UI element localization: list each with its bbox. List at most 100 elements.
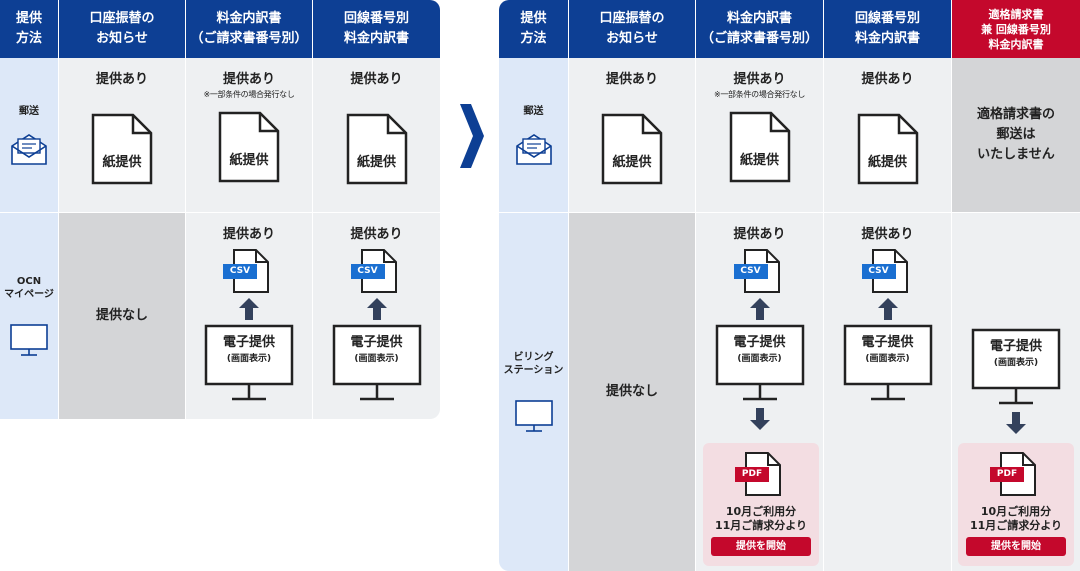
after-table: 提供 方法 口座振替の お知らせ 料金内訳書 （ご請求書番号別） 回線番号別 料…: [499, 0, 1080, 571]
mail-line-breakdown-cell: 提供あり 紙提供: [313, 58, 440, 212]
start-provision-badge: 提供を開始: [966, 537, 1066, 556]
arrow-up-icon: [749, 298, 770, 320]
csv-file-icon: CSV: [733, 248, 783, 294]
availability-label: 提供あり: [222, 227, 275, 242]
availability-label: 提供あり: [861, 72, 914, 87]
paper-document-icon: 紙提供: [601, 113, 663, 185]
screen-display-label: (画面表示): [993, 358, 1039, 368]
e-delivery-label: 電子提供: [222, 335, 275, 350]
mail-line-breakdown-cell: 提供あり 紙提供: [824, 58, 951, 212]
paper-document-icon: 紙提供: [218, 111, 280, 183]
row-label-billing-station: ビリング ステーション: [499, 213, 568, 571]
header-line-breakdown: 回線番号別 料金内訳書: [313, 0, 440, 58]
availability-label: 提供あり: [95, 72, 148, 87]
paper-document-icon: 紙提供: [857, 113, 919, 185]
availability-label: 提供あり: [350, 227, 403, 242]
csv-file-icon: CSV: [861, 248, 911, 294]
header-qualified-invoice: 適格請求書 兼 回線番号別 料金内訳書: [952, 0, 1080, 58]
e-delivery-label: 電子提供: [350, 335, 403, 350]
paper-document-icon: 紙提供: [729, 111, 791, 183]
mail-qualified-invoice-cell: 適格請求書の 郵送は いたしません: [952, 58, 1080, 212]
condition-note: ※一部条件の場合発行なし: [713, 90, 806, 99]
availability-label: 提供あり: [605, 72, 658, 87]
header-account-transfer: 口座振替の お知らせ: [569, 0, 695, 58]
availability-label: 提供あり: [861, 227, 914, 242]
row-label-billing-text: ビリング ステーション: [503, 352, 564, 376]
header-account-transfer: 口座振替の お知らせ: [59, 0, 185, 58]
screen-display-label: (画面表示): [354, 354, 399, 364]
paper-label: 紙提供: [229, 153, 269, 168]
mail-invoice-breakdown-cell: 提供あり ※一部条件の場合発行なし 紙提供: [186, 58, 312, 212]
screen-display-label: (画面表示): [865, 354, 910, 364]
csv-badge: CSV: [733, 264, 768, 279]
csv-badge: CSV: [861, 264, 896, 279]
pdf-start-box: PDF 10月ご利用分 11月ご請求分より 提供を開始: [703, 443, 819, 566]
no-mail-notice: 適格請求書の 郵送は いたしません: [976, 107, 1055, 162]
row-label-mail-text: 郵送: [19, 105, 39, 117]
e-delivery-label: 電子提供: [989, 339, 1042, 354]
screen-display-monitor: 電子提供 (画面表示): [332, 324, 422, 404]
pdf-start-note: 10月ご利用分 11月ご請求分より: [714, 505, 808, 532]
envelope-icon: [11, 133, 47, 165]
billing-line-breakdown-cell: 提供あり CSV 電子提供 (画面表示): [824, 213, 951, 571]
mail-account-transfer-cell: 提供あり 紙提供: [59, 58, 185, 212]
screen-display-monitor: 電子提供 (画面表示): [715, 324, 805, 404]
pdf-badge: PDF: [735, 467, 769, 482]
monitor-icon: [10, 324, 48, 356]
mypage-line-breakdown-cell: 提供あり CSV 電子提供 (画面表示): [313, 213, 440, 419]
not-available-label: 提供なし: [95, 308, 148, 323]
availability-label: 提供あり: [733, 227, 786, 242]
e-delivery-label: 電子提供: [861, 335, 914, 350]
pdf-badge: PDF: [990, 467, 1024, 482]
screen-display-monitor: 電子提供 (画面表示): [971, 328, 1061, 408]
screen-display-monitor: 電子提供 (画面表示): [843, 324, 933, 404]
row-label-mail: 郵送: [499, 58, 568, 212]
paper-label: 紙提供: [867, 155, 907, 170]
screen-display-label: (画面表示): [737, 354, 782, 364]
csv-file-icon: CSV: [223, 248, 272, 294]
e-delivery-label: 電子提供: [733, 335, 786, 350]
chevron-right-icon: [460, 104, 484, 168]
arrow-down-icon: [1006, 412, 1026, 434]
arrow-down-icon: [749, 408, 770, 430]
header-invoice-breakdown: 料金内訳書 （ご請求書番号別）: [186, 0, 312, 58]
csv-badge: CSV: [223, 264, 257, 279]
screen-display-monitor: 電子提供 (画面表示): [204, 324, 294, 404]
availability-label: 提供あり: [222, 72, 275, 87]
billing-account-transfer-cell: 提供なし: [569, 213, 695, 571]
monitor-icon: [514, 400, 553, 432]
row-label-mypage: OCN マイページ: [0, 213, 58, 419]
pdf-file-icon: PDF: [735, 451, 784, 497]
header-method: 提供 方法: [0, 0, 58, 58]
arrow-up-icon: [366, 298, 387, 320]
pdf-file-icon: PDF: [990, 451, 1039, 497]
arrow-up-icon: [239, 298, 259, 320]
pdf-start-box: PDF 10月ご利用分 11月ご請求分より 提供を開始: [958, 443, 1074, 566]
paper-document-icon: 紙提供: [91, 113, 153, 185]
condition-note: ※一部条件の場合発行なし: [203, 90, 295, 99]
mypage-account-transfer-cell: 提供なし: [59, 213, 185, 419]
paper-label: 紙提供: [102, 155, 142, 170]
header-invoice-breakdown: 料金内訳書 （ご請求書番号別）: [696, 0, 823, 58]
not-available-label: 提供なし: [605, 384, 658, 399]
availability-label: 提供あり: [733, 72, 786, 87]
pdf-start-note: 10月ご利用分 11月ご請求分より: [969, 505, 1063, 532]
screen-display-label: (画面表示): [226, 354, 272, 364]
mypage-invoice-breakdown-cell: 提供あり CSV 電子提供 (画面表示): [186, 213, 312, 419]
arrow-up-icon: [877, 298, 898, 320]
row-label-mail-text: 郵送: [523, 105, 544, 117]
envelope-icon: [515, 133, 552, 165]
csv-file-icon: CSV: [350, 248, 400, 294]
mail-account-transfer-cell: 提供あり 紙提供: [569, 58, 695, 212]
row-label-mail: 郵送: [0, 58, 58, 212]
mail-invoice-breakdown-cell: 提供あり ※一部条件の場合発行なし 紙提供: [696, 58, 823, 212]
start-provision-badge: 提供を開始: [711, 537, 811, 556]
availability-label: 提供あり: [350, 72, 403, 87]
header-line-breakdown: 回線番号別 料金内訳書: [824, 0, 951, 58]
row-label-mypage-text: OCN マイページ: [4, 276, 54, 300]
header-method: 提供 方法: [499, 0, 568, 58]
before-table: 提供 方法 口座振替の お知らせ 料金内訳書 （ご請求書番号別） 回線番号別 料…: [0, 0, 440, 419]
csv-badge: CSV: [350, 264, 385, 279]
paper-document-icon: 紙提供: [346, 113, 408, 185]
